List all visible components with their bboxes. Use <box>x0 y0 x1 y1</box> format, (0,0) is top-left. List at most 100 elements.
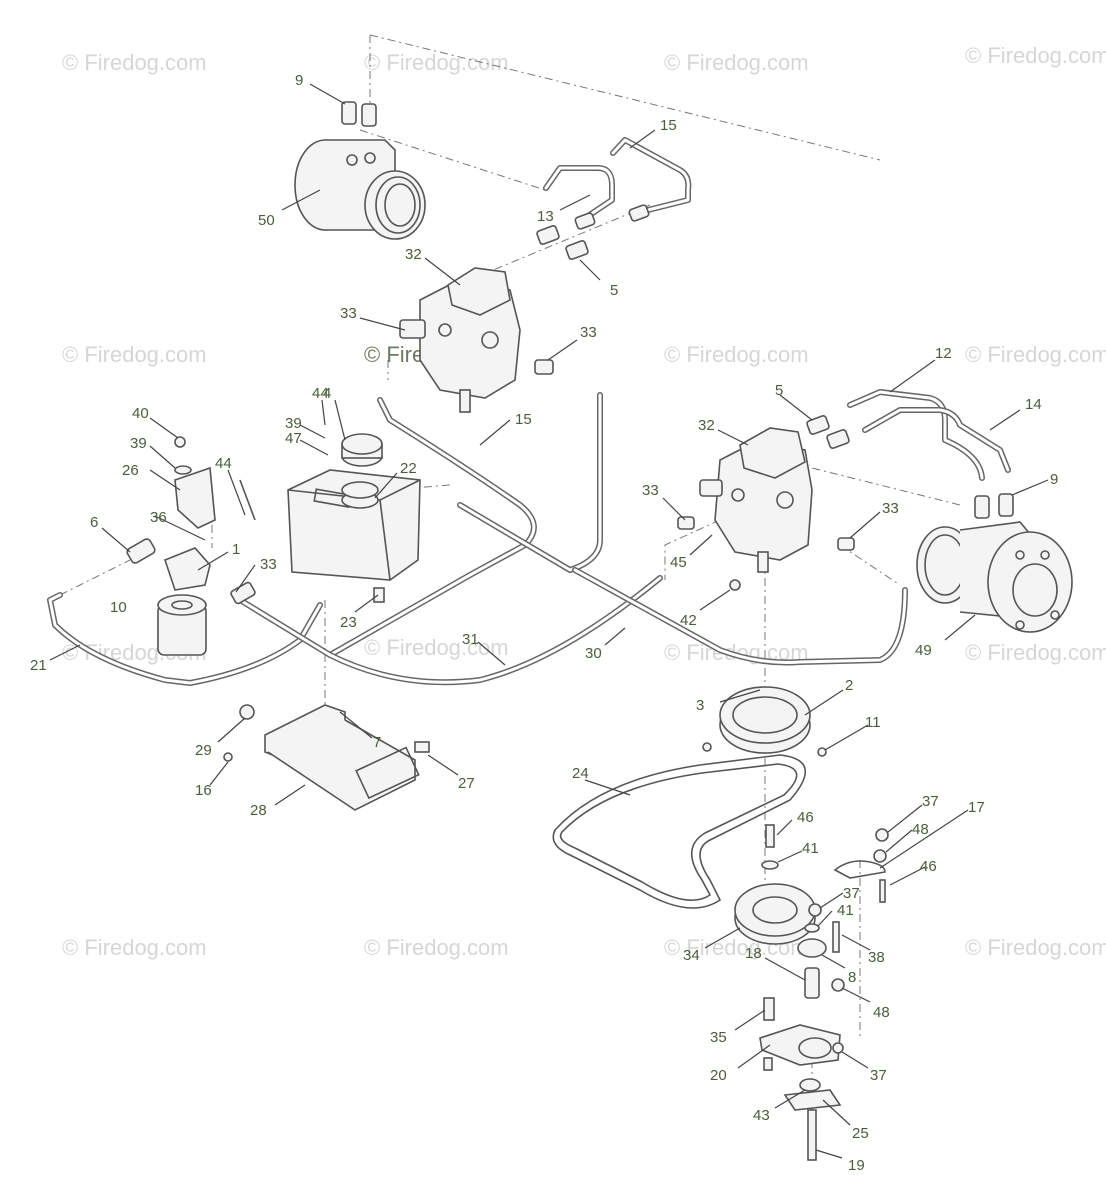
watermark: © Firedog.com <box>965 640 1106 665</box>
callout-label: 48 <box>873 1004 890 1021</box>
callout-label: 46 <box>920 858 937 875</box>
callout-label: 40 <box>132 405 149 422</box>
callout-label: 34 <box>683 947 700 964</box>
callout-label: 20 <box>710 1067 727 1084</box>
fittings <box>126 101 1014 757</box>
callout-label: 41 <box>802 840 819 857</box>
watermark: © Firedog.com <box>62 50 207 75</box>
fitting <box>998 493 1014 517</box>
hoses <box>47 137 1011 686</box>
hydraulic-motor-left <box>294 139 426 240</box>
callout-label: 24 <box>572 765 589 782</box>
callout-label: 5 <box>610 282 618 299</box>
callout-label: 33 <box>642 482 659 499</box>
fitting <box>826 429 850 449</box>
watermark: © Firedog.com <box>364 50 509 75</box>
hydraulic-pump-upper <box>399 267 521 413</box>
callout-label: 9 <box>295 72 303 89</box>
callout-label: 1 <box>232 541 240 558</box>
callout-label: 26 <box>122 462 139 479</box>
assembly-lines <box>59 34 961 1155</box>
fitting <box>565 240 589 260</box>
fitting <box>126 538 156 564</box>
callout-label: 32 <box>698 417 715 434</box>
watermark: © Firedog.com <box>965 935 1106 960</box>
hydraulic-motor-right <box>916 521 1073 633</box>
watermark: © Firedog.com <box>364 635 509 660</box>
callout-label: 45 <box>670 554 687 571</box>
fitting <box>702 742 712 752</box>
fitting <box>974 495 990 519</box>
watermark: © Firedog.com <box>62 935 207 960</box>
callout-label: 25 <box>852 1125 869 1142</box>
fitting <box>817 747 827 757</box>
callout-label: 32 <box>405 246 422 263</box>
callout-label: 42 <box>680 612 697 629</box>
callout-label: 37 <box>922 793 939 810</box>
hydraulic-pump-right <box>699 427 813 573</box>
callout-label: 11 <box>865 714 881 731</box>
fitting <box>628 204 650 222</box>
callout-label: 7 <box>373 734 381 751</box>
callout-layer: 9 50 13 15 32 5 33 33 12 5 1 4 32 9 33 3 3… <box>30 72 1058 1174</box>
callout-label: 28 <box>250 802 267 819</box>
callout-label: 47 <box>285 430 302 447</box>
callout-label: 8 <box>848 969 856 986</box>
callout-label: 21 <box>30 657 47 674</box>
callout-label: 12 <box>935 345 952 362</box>
fitting <box>230 581 256 605</box>
callout-label: 49 <box>915 642 932 659</box>
watermark: © Firedog.com <box>664 50 809 75</box>
callout-label: 35 <box>710 1029 727 1046</box>
callout-label: 30 <box>585 645 602 662</box>
watermark-layer: © Firedog.com © Firedog.com © Firedog.co… <box>62 43 1106 960</box>
callout-label: 9 <box>1050 471 1058 488</box>
watermark: © Firedog.com <box>965 43 1106 68</box>
fitting <box>534 359 554 375</box>
oil-reservoir <box>287 433 421 603</box>
leader-lines <box>49 83 1049 1159</box>
watermark: © Firedog.com <box>364 935 509 960</box>
oil-filter <box>157 594 207 656</box>
fitting <box>837 537 855 551</box>
callout-label: 50 <box>258 212 275 229</box>
callout-label: 19 <box>848 1157 865 1174</box>
fitting <box>806 415 830 435</box>
callout-label: 48 <box>912 821 929 838</box>
fitting <box>574 212 596 230</box>
callout-label: 13 <box>537 208 554 225</box>
fitting <box>341 101 357 125</box>
fitting <box>361 103 377 127</box>
callout-label: 43 <box>753 1107 770 1124</box>
callout-label: 18 <box>745 945 762 962</box>
filter-head-bracket <box>164 436 256 591</box>
callout-label: 39 <box>285 415 302 432</box>
callout-label: 33 <box>580 324 597 341</box>
watermark: © Firedog.com <box>965 342 1106 367</box>
drive-pulley <box>719 686 811 754</box>
watermark: © Firedog.com <box>62 342 207 367</box>
callout-label: 33 <box>260 556 277 573</box>
callout-label: 10 <box>110 599 127 616</box>
callout-label: 37 <box>843 885 860 902</box>
callout-label: 41 <box>837 902 854 919</box>
fitting <box>536 225 560 245</box>
callout-label: 15 <box>660 117 677 134</box>
callout-label: 2 <box>845 677 853 694</box>
callout-label: 17 <box>968 799 985 816</box>
fitting <box>677 516 695 530</box>
callout-label: 4 <box>323 385 331 402</box>
callout-label: 29 <box>195 742 212 759</box>
callout-label: 5 <box>775 382 783 399</box>
callout-label: 23 <box>340 614 357 631</box>
callout-label: 44 <box>312 385 329 402</box>
callout-label: 27 <box>458 775 475 792</box>
callout-label: 3 <box>696 697 704 714</box>
idler-hardware <box>759 824 889 1161</box>
callout-label: 36 <box>150 509 167 526</box>
callout-label: 39 <box>130 435 147 452</box>
fitting <box>729 579 741 591</box>
callout-label: 38 <box>868 949 885 966</box>
callout-label: 15 <box>515 411 532 428</box>
